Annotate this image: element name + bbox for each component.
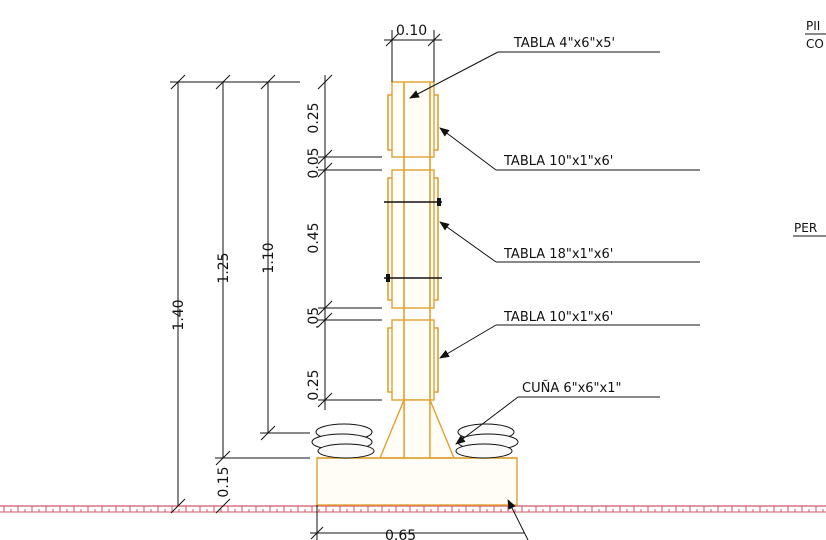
dim-gap-lower: .05 [306, 307, 322, 329]
dim-seg-bottom: 0.25 [306, 369, 322, 400]
dim-seg-middle: 0.45 [306, 222, 322, 253]
ground-line [0, 505, 826, 513]
dim-seg-top: 0.25 [306, 102, 322, 133]
post-assembly [384, 81, 442, 461]
stones [311, 423, 519, 459]
label-tabla-lower: TABLA 10"x1"x6' [503, 310, 613, 325]
cutoff-text-2: CO [806, 37, 824, 51]
cutoff-text-1: PII [806, 19, 820, 33]
label-tabla-upper: TABLA 10"x1"x6' [503, 154, 613, 169]
dim-width-top: 0.10 [396, 23, 427, 39]
dim-gap-upper: 0.05 [306, 147, 322, 178]
dim-width-base: 0.65 [385, 528, 416, 540]
cutoff-text-3: PER [794, 221, 817, 235]
vertical-dimensions [170, 74, 382, 514]
dim-height-125: 1.25 [216, 252, 232, 283]
label-cuna: CUÑA 6"x6"x1" [522, 380, 621, 396]
leader-lines [409, 51, 700, 540]
label-tabla-top: TABLA 4"x6"x5' [513, 36, 615, 51]
dim-height-110: 1.10 [261, 242, 277, 273]
dim-total-height: 1.40 [171, 299, 187, 330]
label-tabla-middle: TABLA 18"x1"x6' [503, 247, 613, 262]
dim-base-height: 0.15 [216, 466, 232, 497]
horizontal-dimensions [310, 30, 524, 540]
